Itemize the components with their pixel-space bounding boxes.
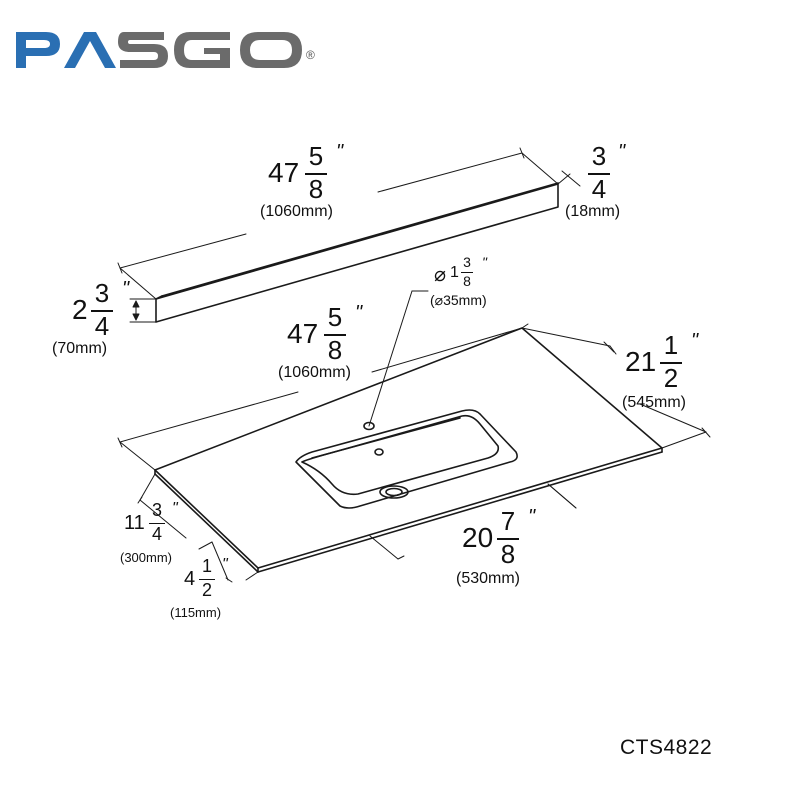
model-code: CTS4822: [620, 736, 713, 759]
dim-numerator: 3: [463, 254, 471, 270]
dim-numerator: 1: [663, 330, 679, 360]
dim-fraction-bar: [149, 523, 165, 524]
backsplash: [155, 182, 559, 323]
splash-height-dimline: [129, 298, 157, 323]
basin: [295, 409, 518, 509]
dim-numerator: 3: [151, 500, 162, 520]
dim-top-depth-mm: (545mm): [622, 394, 687, 411]
splash-length-dimline: [117, 147, 559, 300]
dim-numerator: 7: [500, 506, 516, 536]
dim-fraction-bar: [91, 310, 113, 312]
dim-splash-thickness: 3 4 ": [586, 141, 636, 207]
logo-wordmark-graphic: [16, 32, 302, 68]
diameter-icon: ⌀: [434, 264, 447, 286]
dim-splash-height: 2 3 4 ": [72, 278, 142, 344]
faucet-hole-leader: [368, 290, 429, 427]
dim-inch-mark: ": [355, 302, 363, 324]
dim-fraction-bar: [461, 272, 473, 273]
dim-inch-mark: ": [482, 254, 487, 270]
dim-fraction-bar: [660, 362, 682, 364]
dim-whole: 47: [287, 318, 319, 349]
dim-denominator: 2: [201, 580, 212, 600]
dim-inch-mark: ": [336, 141, 344, 163]
dim-splash-thickness-mm: (18mm): [565, 203, 621, 220]
dim-fraction-bar: [497, 538, 519, 540]
dim-denominator: 4: [591, 174, 607, 204]
dim-top-depth: 21 1 2 ": [625, 330, 715, 402]
dim-top-length: 47 5 8 ": [287, 302, 377, 374]
dim-denominator: 8: [308, 174, 324, 204]
basin-width-dimline: [369, 483, 577, 560]
dim-numerator: 5: [308, 141, 324, 171]
top-length-dimline: [117, 327, 523, 471]
registered-mark: ®: [306, 48, 315, 62]
dim-fraction-bar: [305, 173, 327, 175]
dim-denominator: 8: [327, 335, 343, 365]
left-side-dimlines: [137, 473, 259, 583]
dim-denominator: 4: [151, 524, 162, 544]
top-depth-dimline: [521, 323, 711, 449]
dim-inch-mark: ": [172, 500, 178, 517]
dim-basin-offset-mm: (300mm): [120, 550, 173, 565]
dim-splash-length: 47 5 8 ": [268, 141, 358, 213]
dim-numerator: 3: [94, 278, 110, 308]
dim-splash-height-mm: (70mm): [52, 340, 108, 357]
dim-front-edge: 4 1 2 ": [184, 556, 244, 606]
dim-inch-mark: ": [122, 278, 130, 300]
dim-denominator: 8: [463, 273, 471, 289]
dim-whole: 2: [72, 294, 88, 325]
dim-denominator: 8: [500, 539, 516, 569]
dim-whole: 4: [184, 568, 196, 590]
dim-whole: 11: [124, 512, 145, 534]
dim-top-length-mm: (1060mm): [278, 364, 351, 381]
dim-inch-mark: ": [691, 330, 699, 352]
splash-thickness-dimline: [557, 170, 581, 187]
dim-fraction-bar: [324, 334, 346, 336]
dim-inch-mark: ": [222, 556, 228, 573]
dim-fraction-bar: [199, 579, 215, 580]
dim-inch-mark: ": [528, 506, 536, 528]
dim-basin-width: 20 7 8 ": [462, 506, 552, 578]
brand-logo: ®: [14, 22, 315, 72]
dim-basin-offset: 11 3 4 ": [124, 500, 194, 550]
dim-fraction-bar: [588, 173, 610, 175]
dim-whole: 20: [462, 522, 494, 553]
dim-splash-length-mm: (1060mm): [260, 203, 333, 220]
dim-faucet-hole: ⌀ 1 3 8 ": [434, 254, 504, 294]
dim-numerator: 1: [201, 556, 212, 576]
dim-numerator: 5: [327, 302, 343, 332]
dim-numerator: 3: [591, 141, 607, 171]
dim-faucet-hole-mm: (⌀35mm): [430, 292, 487, 308]
dim-whole: 1: [450, 264, 459, 281]
dim-denominator: 4: [94, 311, 110, 341]
dim-inch-mark: ": [618, 141, 626, 163]
dim-whole: 21: [625, 346, 657, 377]
dim-whole: 47: [268, 157, 300, 188]
dim-front-edge-mm: (115mm): [170, 605, 222, 620]
dim-basin-width-mm: (530mm): [456, 570, 521, 587]
dim-denominator: 2: [663, 363, 679, 393]
countertop: [154, 327, 663, 573]
